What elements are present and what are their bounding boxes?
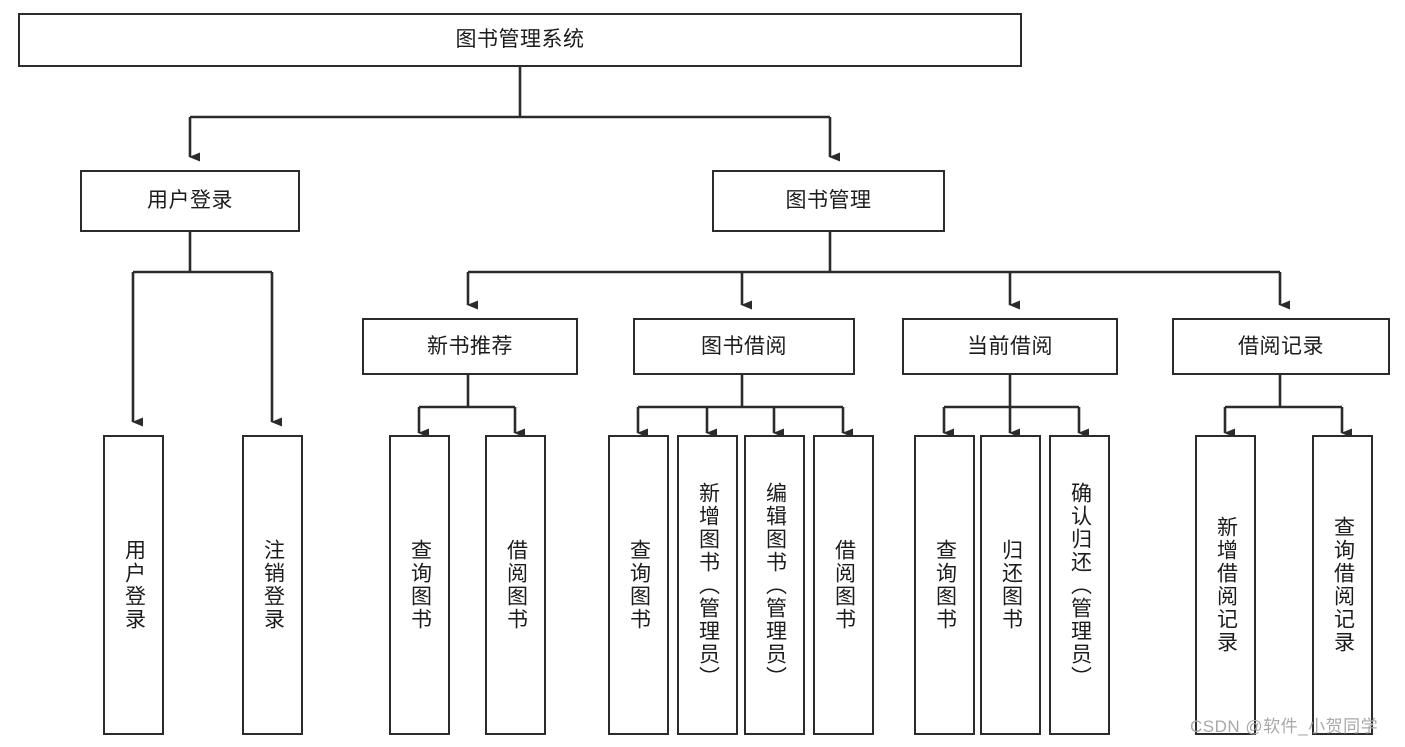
leaf-borrow-book-recommend[interactable]: 借阅图书 (485, 435, 546, 735)
leaf-label: 新增图书（管理员） (696, 481, 720, 689)
node-book-borrow[interactable]: 图书借阅 (633, 318, 855, 375)
leaf-confirm-return-admin[interactable]: 确认归还（管理员） (1049, 435, 1110, 735)
leaf-label: 查询图书 (627, 539, 651, 631)
leaf-query-borrow-record[interactable]: 查询借阅记录 (1312, 435, 1373, 735)
leaf-label: 借阅图书 (832, 539, 856, 631)
leaf-label: 归还图书 (999, 539, 1023, 631)
leaf-query-book-borrow[interactable]: 查询图书 (608, 435, 669, 735)
node-user-login[interactable]: 用户登录 (80, 170, 300, 232)
leaf-add-book-admin[interactable]: 新增图书（管理员） (677, 435, 738, 735)
leaf-label: 编辑图书（管理员） (763, 481, 787, 689)
leaf-edit-book-admin[interactable]: 编辑图书（管理员） (744, 435, 805, 735)
leaf-query-book-recommend[interactable]: 查询图书 (389, 435, 450, 735)
leaf-label: 查询借阅记录 (1331, 516, 1355, 654)
leaf-label: 查询图书 (933, 539, 957, 631)
leaf-query-book-current[interactable]: 查询图书 (914, 435, 975, 735)
leaf-label: 新增借阅记录 (1214, 516, 1238, 654)
leaf-logout-login[interactable]: 注销登录 (242, 435, 303, 735)
node-current-borrow[interactable]: 当前借阅 (902, 318, 1118, 375)
node-new-book-recommend[interactable]: 新书推荐 (362, 318, 578, 375)
leaf-label: 查询图书 (408, 539, 432, 631)
csdn-watermark: CSDN @软件_小贺同学 (1190, 717, 1379, 736)
node-root-system[interactable]: 图书管理系统 (18, 13, 1022, 67)
leaf-add-borrow-record[interactable]: 新增借阅记录 (1195, 435, 1256, 735)
leaf-label: 确认归还（管理员） (1068, 481, 1092, 689)
node-borrow-record[interactable]: 借阅记录 (1172, 318, 1390, 375)
leaf-borrow-book[interactable]: 借阅图书 (813, 435, 874, 735)
leaf-user-login[interactable]: 用户登录 (103, 435, 164, 735)
leaf-label: 借阅图书 (504, 539, 528, 631)
leaf-return-book[interactable]: 归还图书 (980, 435, 1041, 735)
leaf-label: 用户登录 (122, 539, 146, 631)
leaf-label: 注销登录 (261, 539, 285, 631)
node-book-management[interactable]: 图书管理 (712, 170, 945, 232)
